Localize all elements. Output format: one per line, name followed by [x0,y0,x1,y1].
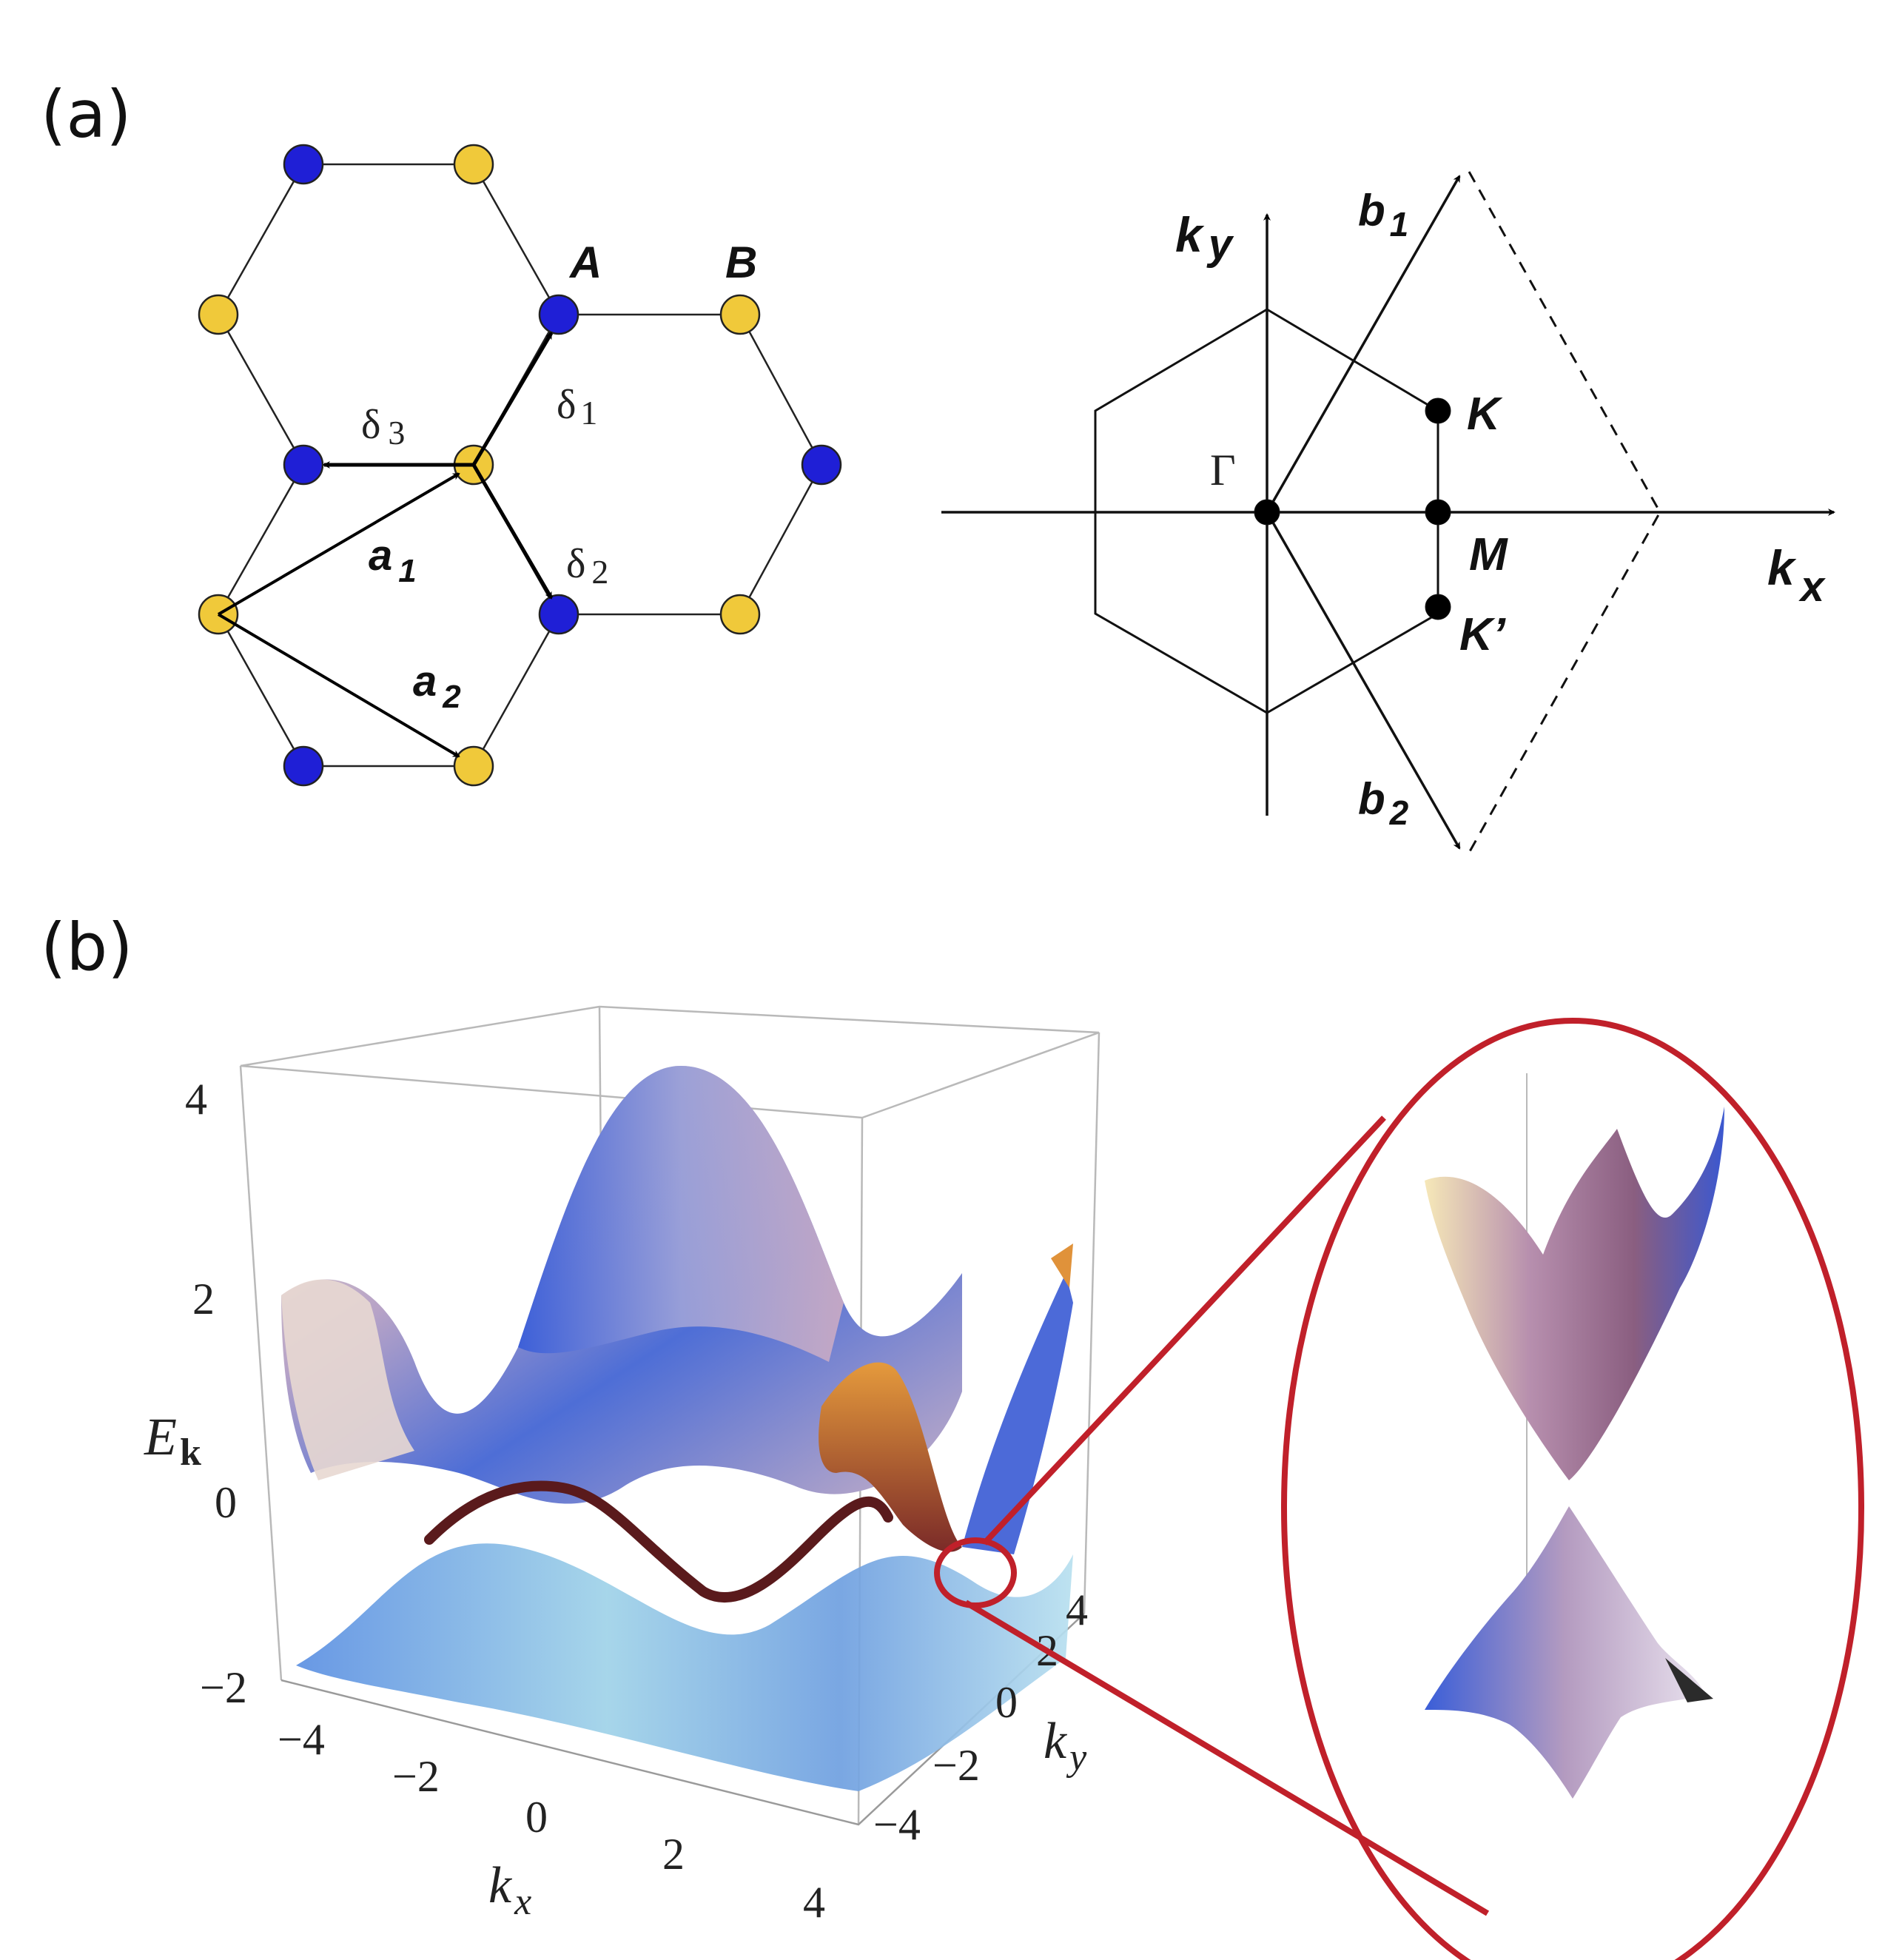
dark-ridge [424,1480,893,1603]
z-tick: 2 [192,1275,215,1323]
gamma-label: Γ [1210,446,1236,494]
sublattice-b-label: B [725,238,757,287]
b2-vector [1266,511,1461,850]
sublattice-a-label: A [568,238,602,287]
band-structure-surface [281,1066,1073,1791]
x-tick: 2 [662,1830,685,1879]
z-tick: −2 [200,1663,247,1712]
right-wing-tip [1051,1244,1073,1288]
k-point [1425,397,1451,424]
a1-arrow [217,472,460,616]
atom-b [453,144,494,185]
upper-cone [1425,1107,1724,1480]
cone-dark-tip [1665,1658,1713,1702]
atom-a [283,444,324,486]
atom-b [453,745,494,787]
zoom-line-lower [964,1600,1490,1916]
x-tick: 0 [525,1793,548,1842]
panel-b-label: (b) [41,909,133,985]
k-prime-label: K’ [1459,609,1506,660]
atom-a [283,745,324,787]
z-tick: 4 [185,1075,207,1124]
y-tick: −4 [873,1800,921,1849]
m-label: M [1469,529,1508,580]
atom-a [538,294,579,335]
lattice-vectors [217,332,554,758]
right-wing [962,1273,1073,1554]
x-tick: −4 [278,1715,325,1764]
z-axis-label: Ek [144,1407,201,1474]
reciprocal-cell-dashed [1468,171,1661,853]
b1-vector [1266,175,1461,513]
atom-b [719,594,761,635]
x-tick: 4 [803,1878,825,1927]
zoom-ellipse [1281,1018,1864,1960]
atom-a [283,144,324,185]
y-axis-label: ky [1044,1713,1087,1779]
y-tick: 0 [995,1678,1018,1727]
atom-a [538,594,579,635]
z-axis-ticks: 4 2 0 −2 [185,1075,247,1712]
x-axis-label: kx [488,1857,531,1923]
orange-fold [819,1362,962,1552]
k-label: K [1467,389,1503,440]
atom-a [801,444,842,486]
lower-band [296,1543,1073,1791]
atom-b [198,294,239,335]
y-tick: 4 [1066,1585,1088,1634]
m-point [1425,499,1451,526]
left-wing [281,1279,414,1480]
dirac-cones [1425,1073,1724,1799]
brillouin-zone [941,171,1835,853]
dirac-zoom-callout [934,1018,1864,1960]
lower-cone [1425,1506,1706,1799]
x-axis-ticks: −4 −2 0 2 4 [278,1715,825,1927]
delta2-arrow [471,463,554,600]
central-peak [518,1066,844,1362]
k-prime-point [1425,594,1451,620]
y-tick: −2 [932,1741,980,1790]
a2-arrow [217,613,460,758]
z-tick: 0 [215,1478,237,1527]
x-tick: −2 [392,1752,440,1801]
y-axis-ticks: 4 2 0 −2 −4 [873,1585,1088,1849]
zoom-line-upper [982,1115,1386,1545]
gamma-point [1254,499,1280,526]
atom-b [719,294,761,335]
delta1-arrow [471,332,554,466]
panel-a-label: (a) [41,76,132,152]
